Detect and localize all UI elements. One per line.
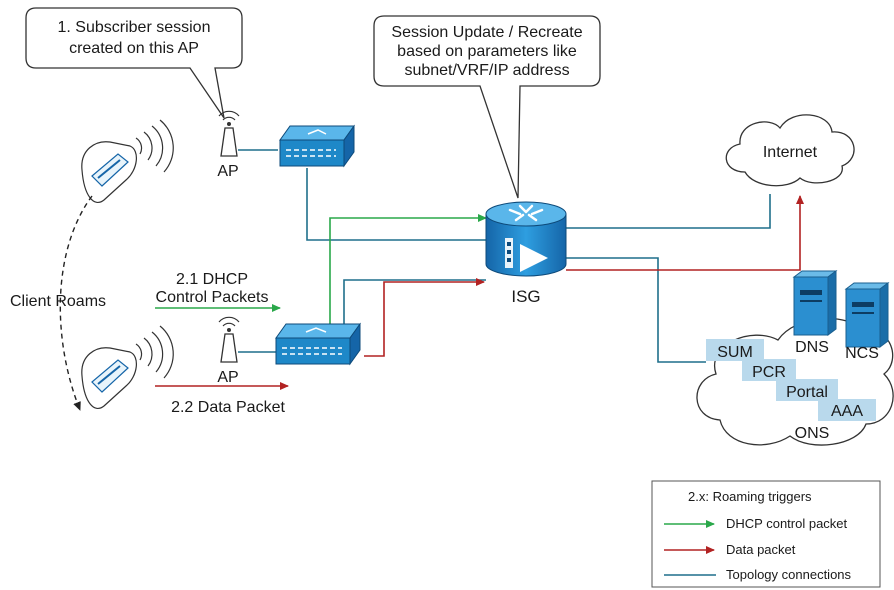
- pcr-box: [742, 359, 796, 381]
- switch-bottom-icon: [275, 322, 361, 366]
- dns-server-icon: [792, 270, 838, 336]
- internet-label: Internet: [763, 144, 818, 161]
- isg-to-ons-link: [566, 257, 706, 363]
- update-callout-line1: Session Update / Recreate: [391, 24, 582, 41]
- ap-top-label: AP: [217, 163, 238, 180]
- legend-dhcp-label: DHCP control packet: [726, 516, 848, 531]
- sum-label: SUM: [717, 344, 753, 361]
- topology-lines: [238, 149, 771, 363]
- ap-bottom-icon: [218, 316, 240, 363]
- legend-data-label: Data packet: [726, 542, 796, 557]
- pcr-label: PCR: [752, 364, 786, 381]
- internet-cloud: Internet: [725, 114, 855, 187]
- dhcp-path: [155, 214, 487, 335]
- session-callout-line2: created on this AP: [69, 40, 199, 57]
- isg-to-internet-link: [566, 194, 771, 229]
- legend-topology-label: Topology connections: [726, 567, 852, 582]
- ons-label: ONS: [795, 425, 830, 442]
- ncs-label: NCS: [845, 345, 879, 362]
- switch2-to-isg-link: [343, 279, 486, 335]
- data-to-isg-arrow: [364, 278, 485, 357]
- dhcp-label-line2: Control Packets: [156, 289, 269, 306]
- aaa-box: [818, 399, 876, 421]
- client-device-top-icon: [81, 119, 174, 203]
- dhcp-to-isg-arrow: [329, 214, 487, 335]
- client-device-bottom-icon: [81, 325, 174, 409]
- legend-title: 2.x: Roaming triggers: [688, 489, 812, 504]
- ons-service-boxes: SUM PCR Portal AAA ONS: [706, 339, 876, 442]
- portal-label: Portal: [786, 384, 828, 401]
- isg-label: ISG: [511, 287, 540, 306]
- data-path: [155, 195, 804, 390]
- ncs-server-icon: [844, 282, 890, 348]
- data-packet-label: 2.2 Data Packet: [171, 399, 285, 416]
- switch-top-icon: [279, 124, 355, 168]
- update-callout-line3: subnet/VRF/IP address: [404, 62, 569, 79]
- ap-top-icon: [218, 110, 240, 157]
- aaa-label: AAA: [831, 403, 863, 420]
- session-created-callout: 1. Subscriber session created on this AP: [25, 7, 243, 119]
- switch1-to-isg-link: [306, 168, 486, 241]
- update-callout-line2: based on parameters like: [397, 43, 577, 60]
- portal-box: [776, 379, 838, 401]
- legend-box: [651, 480, 881, 588]
- client-roams-label: Client Roams: [10, 293, 106, 310]
- isg-router-icon: [485, 201, 567, 277]
- ap-bottom-label: AP: [217, 369, 238, 386]
- dns-label: DNS: [795, 339, 829, 356]
- data-to-internet-arrow: [566, 195, 804, 271]
- legend: 2.x: Roaming triggers DHCP control packe…: [651, 480, 881, 588]
- sum-box: [706, 339, 764, 361]
- dhcp-label-line1: 2.1 DHCP: [176, 271, 248, 288]
- session-update-callout: Session Update / Recreate based on param…: [373, 15, 601, 199]
- session-callout-line1: 1. Subscriber session: [58, 19, 211, 36]
